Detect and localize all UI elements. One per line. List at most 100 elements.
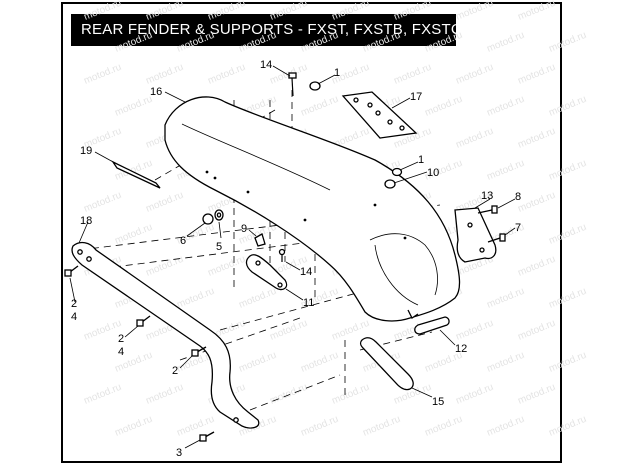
watermark-text: motod.ru [330,0,371,23]
callout-5: 5 [216,241,222,253]
watermark-text: motod.ru [299,414,340,439]
callout-9: 9 [241,223,247,235]
watermark-text: motod.ru [547,158,588,183]
rear-fender [164,96,461,322]
screw-7 [487,233,506,243]
watermark-text: motod.ru [82,0,123,23]
callout-12: 12 [455,343,467,355]
hardware [64,72,506,442]
top-plate [341,91,418,139]
watermark-text: motod.ru [206,254,247,279]
watermark-text: motod.ru [82,318,123,343]
watermark-text: motod.ru [144,62,185,87]
watermark-text: motod.ru [237,350,278,375]
screw-3 [199,431,215,442]
callout-10: 10 [427,167,439,179]
watermark-text: motod.ru [423,414,464,439]
watermark-text: motod.ru [299,30,340,55]
watermark-text: motod.ru [454,0,495,23]
watermark-text: motod.ru [547,414,588,439]
callout-6: 6 [180,235,186,247]
washer-5 [214,209,224,221]
watermark-text: motod.ru [485,286,526,311]
callout-1-top: 1 [334,67,340,79]
retaining-bar [111,160,161,189]
watermark-text: motod.ru [516,382,557,407]
callout-14-low: 14 [300,266,312,278]
watermark-text: motod.ru [268,0,309,23]
callout-16: 16 [150,86,162,98]
fender-support-rail [71,241,260,429]
watermark-text: motod.ru [237,30,278,55]
watermark-text: motod.ru [547,30,588,55]
watermark-text: motod.ru [144,382,185,407]
watermark-text: motod.ru [206,0,247,23]
watermark-text: motod.ru [516,0,557,23]
watermark-text: motod.ru [454,126,495,151]
watermark-text: motod.ru [547,94,588,119]
callout-13: 13 [481,190,493,202]
watermark-text: motod.ru [299,94,340,119]
diagram-title: REAR FENDER & SUPPORTS - FXST, FXSTB, FX… [71,14,462,46]
watermark-text: motod.ru [423,30,464,55]
mount-bracket [245,254,288,291]
callout-leaders [69,65,516,449]
license-bracket [414,316,450,335]
side-bracket [454,207,497,263]
watermark-text: motod.ru [516,62,557,87]
callout-11: 11 [303,297,314,309]
callout-3: 3 [176,447,182,459]
watermark-text: motod.ru [547,222,588,247]
callout-19: 19 [80,145,92,157]
watermark-text: motod.ru [175,30,216,55]
callout-18: 18 [80,215,92,227]
screw-2-4-a [64,265,79,277]
watermark-text: motod.ru [113,94,154,119]
watermark-text: motod.ru [485,350,526,375]
screw-2 [191,346,207,357]
watermark-text: motod.ru [516,190,557,215]
callout-8: 8 [515,191,521,203]
watermark-text: motod.ru [330,382,371,407]
callout-labels: 14 1 16 17 19 1 10 18 6 5 9 13 8 7 14 11… [71,59,521,459]
screw-8 [477,205,498,214]
screw-14-top [288,72,297,97]
callout-7: 7 [515,222,521,234]
nut-1-top [309,81,321,91]
nut-1-mid [391,167,403,177]
watermark-text: motod.ru [547,286,588,311]
watermark-text: motod.ru [454,318,495,343]
nut-6 [202,213,214,225]
watermark-text: motod.ru [485,158,526,183]
watermark-text: motod.ru [206,62,247,87]
screw-14-low [278,248,286,262]
watermark-text: motod.ru [82,62,123,87]
watermark-text: motod.ru [423,94,464,119]
watermark-text: motod.ru [485,94,526,119]
watermark-text: motod.ru [144,190,185,215]
callout-1-mid: 1 [418,154,424,166]
watermark-text: motod.ru [299,350,340,375]
watermark-text: motod.ru [82,382,123,407]
callout-15: 15 [432,396,444,408]
lower-strut [359,337,414,391]
watermark-text: motod.ru [175,286,216,311]
watermark-text: motod.ru [113,414,154,439]
watermark-text: motod.ru [485,30,526,55]
watermark-text: motod.ru [392,62,433,87]
callout-4-b: 4 [118,346,124,358]
watermark-text: motod.ru [268,382,309,407]
watermark-text: motod.ru [175,414,216,439]
callout-17: 17 [410,91,422,103]
watermark-text: motod.ru [361,414,402,439]
watermark-text: motod.ru [144,0,185,23]
watermark-text: motod.ru [113,30,154,55]
watermark-text: motod.ru [361,30,402,55]
watermark-text: motod.ru [454,382,495,407]
watermark-text: motod.ru [268,318,309,343]
watermark-text: motod.ru [485,414,526,439]
clip-9 [254,233,266,247]
watermark-text: motod.ru [392,0,433,23]
callout-2-b: 2 [118,333,124,345]
callout-2-c: 2 [172,365,178,377]
